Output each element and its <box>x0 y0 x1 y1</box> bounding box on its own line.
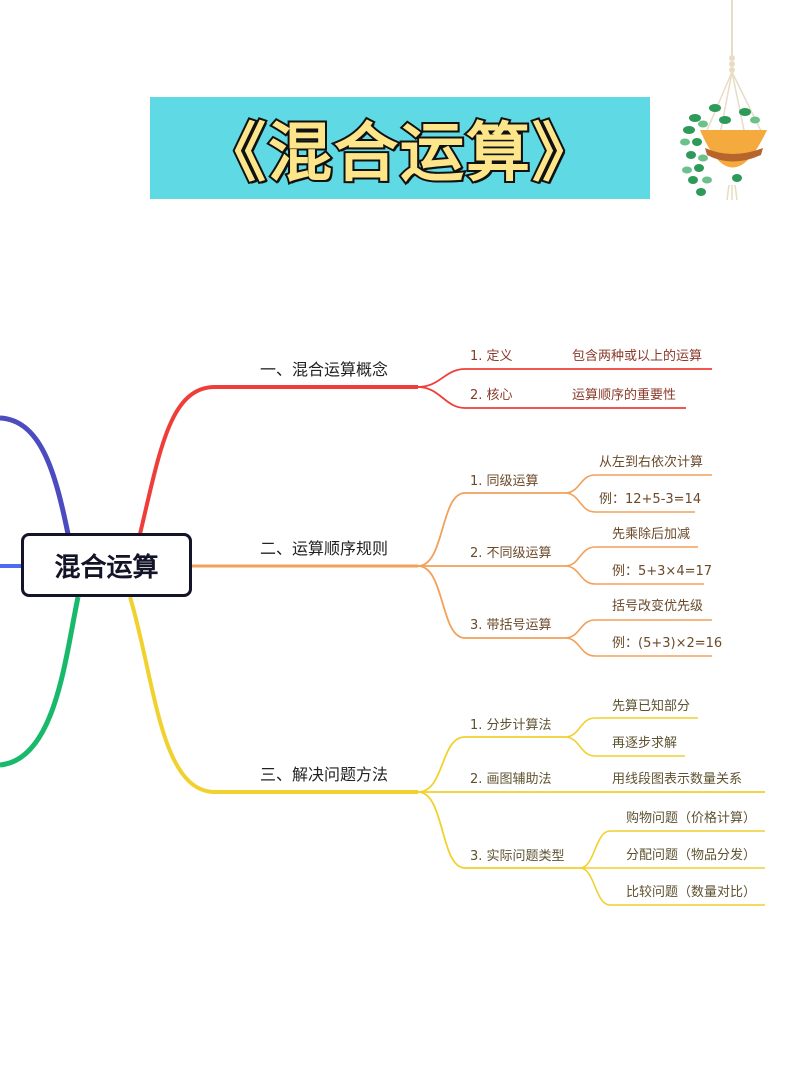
page-title: 《混合运算》 <box>200 115 598 193</box>
node-problem-types[interactable]: 3. 实际问题类型 <box>470 849 565 864</box>
detail-definition[interactable]: 包含两种或以上的运算 <box>572 349 703 364</box>
detail-step-2[interactable]: 再逐步求解 <box>612 736 678 751</box>
detail-same-level-rule[interactable]: 从左到右依次计算 <box>599 455 704 470</box>
detail-shopping[interactable]: 购物问题（价格计算） <box>626 811 757 826</box>
hanging-plant-icon <box>680 0 767 201</box>
node-different-level[interactable]: 2. 不同级运算 <box>470 546 552 561</box>
detail-distribution[interactable]: 分配问题（物品分发） <box>626 848 757 863</box>
detail-parentheses-rule[interactable]: 括号改变优先级 <box>612 599 704 614</box>
node-step-by-step[interactable]: 1. 分步计算法 <box>470 718 552 733</box>
detail-different-level-example[interactable]: 例：5+3×4=17 <box>612 564 713 579</box>
node-definition[interactable]: 1. 定义 <box>470 349 513 364</box>
center-node[interactable]: 混合运算 <box>21 533 192 597</box>
detail-parentheses-example[interactable]: 例：(5+3)×2=16 <box>612 636 723 651</box>
branch-problem-solving[interactable]: 三、解决问题方法 <box>260 765 389 784</box>
node-core[interactable]: 2. 核心 <box>470 388 513 403</box>
detail-step-1[interactable]: 先算已知部分 <box>612 699 691 714</box>
detail-diagram-aid[interactable]: 用线段图表示数量关系 <box>612 772 743 787</box>
node-diagram-aid[interactable]: 2. 画图辅助法 <box>470 772 552 787</box>
detail-core[interactable]: 运算顺序的重要性 <box>572 388 677 403</box>
node-parentheses[interactable]: 3. 带括号运算 <box>470 618 552 633</box>
detail-comparison[interactable]: 比较问题（数量对比） <box>626 885 757 900</box>
title-banner: 《混合运算》 <box>150 97 650 199</box>
center-node-label: 混合运算 <box>54 552 159 583</box>
branch-concept[interactable]: 一、混合运算概念 <box>260 360 389 379</box>
detail-same-level-example[interactable]: 例：12+5-3=14 <box>599 492 702 507</box>
branch-order-rules[interactable]: 二、运算顺序规则 <box>260 539 389 558</box>
detail-different-level-rule[interactable]: 先乘除后加减 <box>612 527 691 542</box>
node-same-level[interactable]: 1. 同级运算 <box>470 474 539 489</box>
